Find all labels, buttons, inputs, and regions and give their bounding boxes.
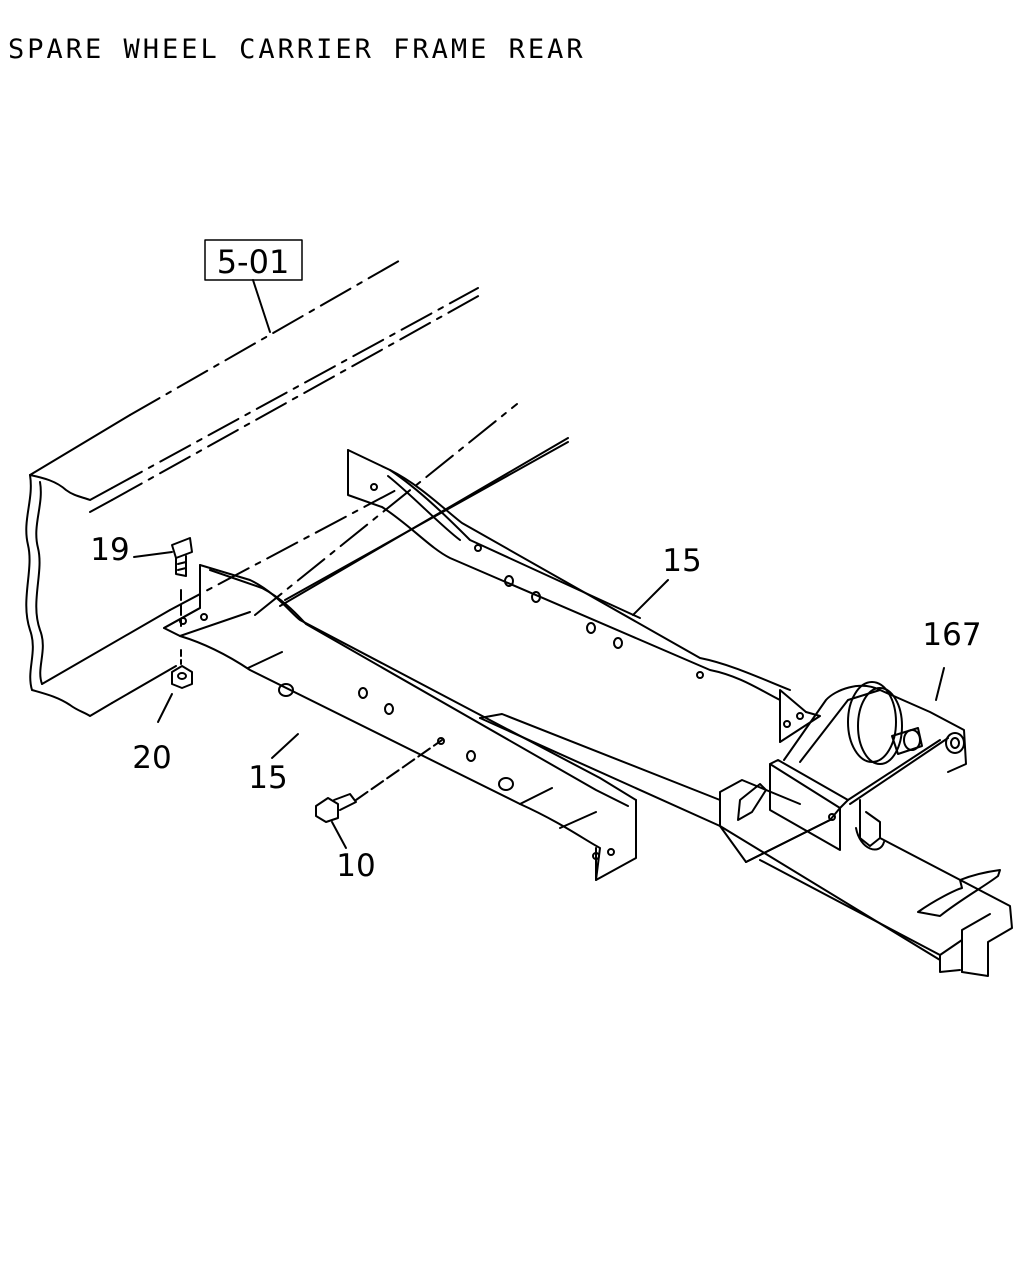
bolt-10 (315, 739, 443, 849)
callout-167: 167 (922, 617, 981, 653)
bolt-19 (133, 537, 193, 627)
carrier-167 (479, 667, 1013, 977)
frame-rail (25, 257, 569, 717)
callout-labels: 19 20 15 15 10 167 (90, 532, 981, 884)
callout-10: 10 (336, 848, 375, 884)
svg-text:5-01: 5-01 (217, 243, 290, 281)
ref-box-5-01: 5-01 (204, 239, 303, 333)
bracket-right (347, 449, 821, 743)
callout-15-right: 15 (662, 543, 701, 579)
diagram-title: SPARE WHEEL CARRIER FRAME REAR (8, 34, 586, 65)
bracket-left (163, 564, 637, 881)
callout-15-left: 15 (248, 760, 287, 796)
callout-20: 20 (132, 740, 171, 776)
callout-19: 19 (90, 532, 129, 568)
nut-20 (157, 649, 193, 723)
